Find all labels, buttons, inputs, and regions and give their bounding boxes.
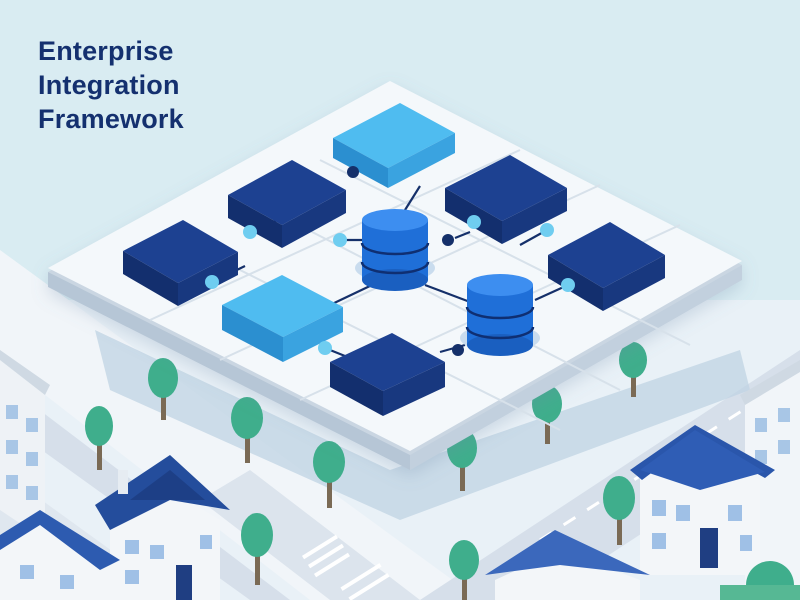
house-icon [485, 530, 650, 600]
page-title: Enterprise Integration Framework [38, 34, 184, 136]
tree-icon [231, 397, 263, 463]
house-icon [0, 510, 120, 600]
platform-shadow [95, 330, 750, 520]
tree-icon [85, 406, 113, 470]
server-block-icon [228, 160, 346, 248]
node-light [561, 278, 575, 292]
trees-under-platform [148, 342, 647, 508]
connector-nodes [205, 166, 575, 356]
title-line-3: Framework [38, 104, 184, 134]
tree-icon [241, 513, 273, 585]
node-light [243, 225, 257, 239]
road-right [420, 350, 800, 600]
node-dark [442, 234, 454, 246]
node-dark [452, 344, 464, 356]
server-block-icon [330, 333, 445, 416]
house-icon [630, 425, 775, 575]
tree-icon [603, 476, 635, 545]
tree-icon [148, 358, 178, 420]
tree-icon [619, 342, 647, 397]
node-dark [347, 166, 359, 178]
title-line-1: Enterprise [38, 36, 174, 66]
server-block-icon [333, 103, 455, 188]
database-cylinder-icon [355, 209, 435, 291]
node-light [467, 215, 481, 229]
tree-icon [313, 441, 345, 508]
server-block-icon [222, 275, 343, 362]
node-light [540, 223, 554, 237]
hedge [720, 585, 800, 600]
title-line-2: Integration [38, 70, 180, 100]
node-light [318, 341, 332, 355]
house-icon [95, 455, 230, 600]
tree-icon [449, 540, 479, 600]
house-left-back [0, 350, 50, 540]
node-light [205, 275, 219, 289]
server-block-icon [548, 222, 665, 311]
node-light [333, 233, 347, 247]
database-cylinder-icon [460, 274, 540, 356]
crosswalk-icon [301, 534, 390, 600]
